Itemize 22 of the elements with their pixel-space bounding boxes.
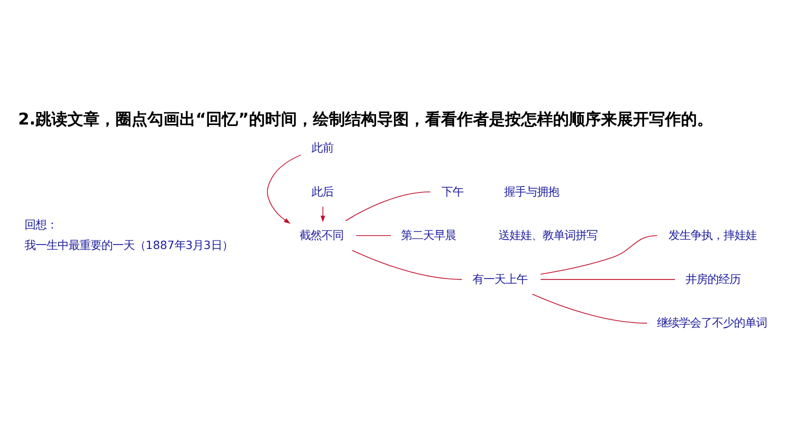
connector: [345, 192, 431, 222]
arrow: [266, 154, 302, 224]
node-text: 此后: [312, 184, 334, 198]
node-text: 继续学会了不少的单词: [657, 316, 768, 330]
node-text: 此前: [312, 140, 334, 155]
label: 回想：: [24, 218, 58, 232]
node-text: 下午: [442, 184, 464, 198]
arrow: [320, 206, 326, 222]
node-label: 握手与拥抱: [504, 184, 559, 198]
node-text: 截然不同: [299, 228, 344, 242]
diagram-title: 2.跳读文章，圈点勾画出“回忆”的时间，绘制结构导图，看看作者是按怎样的顺序来展开写作的。: [18, 110, 713, 129]
connector: [540, 235, 658, 275]
node-text: 井房的经历: [685, 272, 740, 286]
node-text: 第二天早晨: [401, 228, 456, 242]
label: 我一生中最重要的一天（1887年3月3日）: [24, 238, 233, 252]
connector: [352, 250, 462, 280]
node-label: 送娃娃、教单词拼写: [498, 228, 598, 242]
connector: [532, 294, 648, 324]
node-text: 有一天上午: [472, 272, 528, 286]
connector: [356, 235, 392, 236]
connector: [540, 279, 676, 280]
node-text: 发生争执，摔娃娃: [668, 228, 756, 242]
